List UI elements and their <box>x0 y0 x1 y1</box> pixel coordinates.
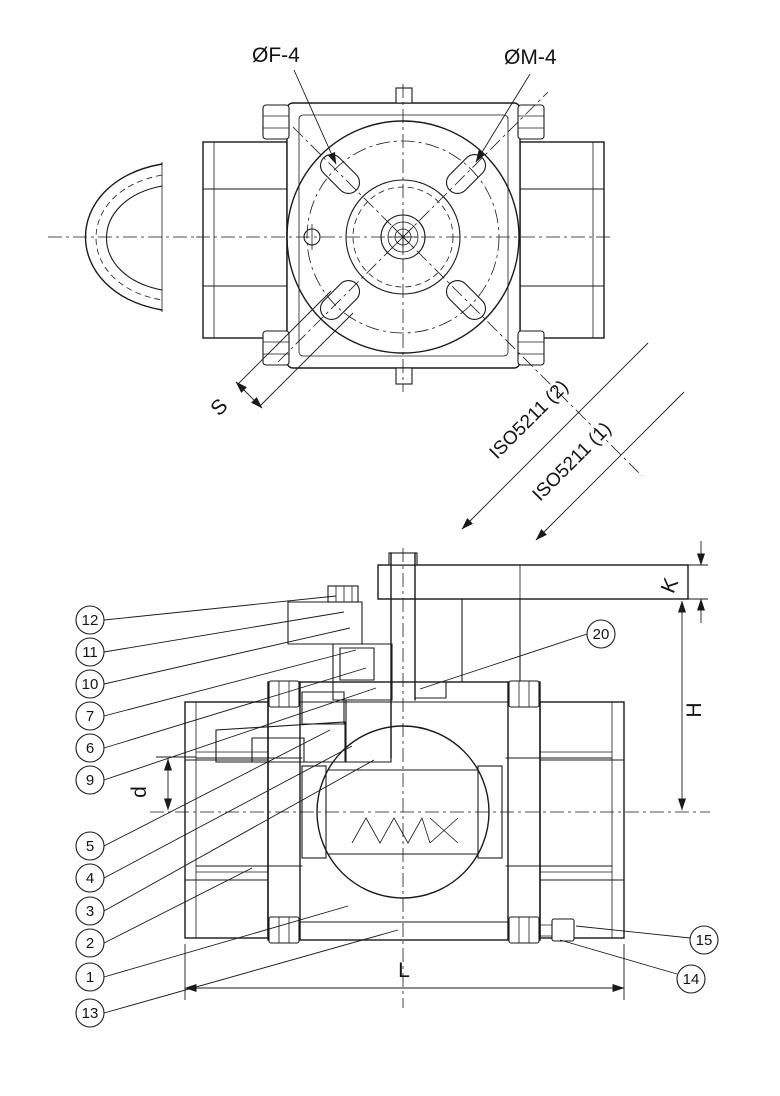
callout-5: 5 <box>75 831 105 861</box>
leader-om4 <box>475 73 531 163</box>
svg-text:7: 7 <box>86 708 94 725</box>
svg-text:3: 3 <box>86 903 94 920</box>
callout-13: 13 <box>75 998 105 1028</box>
dim-l-label: L <box>398 959 410 982</box>
iso5211-2-line <box>461 342 649 530</box>
svg-text:2: 2 <box>86 935 94 952</box>
gland-top-nut <box>327 585 359 603</box>
label-om4: ØM-4 <box>504 46 557 69</box>
svg-text:13: 13 <box>82 1005 99 1022</box>
callouts-right: 20 15 14 <box>586 619 719 994</box>
gland-nut <box>287 601 363 645</box>
label-of4-group: ØF-4 <box>252 44 337 165</box>
hex-end-left <box>202 141 288 339</box>
callout-2: 2 <box>75 928 105 958</box>
callout-7: 7 <box>75 701 105 731</box>
callout-15: 15 <box>689 925 719 955</box>
callout-10: 10 <box>75 669 105 699</box>
iso5211-dimensions: ISO5211 (2) ISO5211 (1) <box>461 342 685 541</box>
callout-9: 9 <box>75 765 105 795</box>
svg-text:15: 15 <box>696 932 713 949</box>
section-view: K H d L <box>75 541 719 1028</box>
body-bolt <box>268 916 300 944</box>
corner-bolt <box>517 330 545 366</box>
packing-ring-upper <box>339 647 375 681</box>
svg-text:5: 5 <box>86 838 94 855</box>
stem-washer <box>414 681 447 699</box>
svg-text:9: 9 <box>86 772 94 789</box>
dim-k-label: K <box>657 575 684 597</box>
dim-d-label: d <box>128 786 151 798</box>
end-cap-right <box>505 701 625 939</box>
svg-text:11: 11 <box>82 644 98 661</box>
svg-text:20: 20 <box>593 626 610 643</box>
section-hatch <box>351 817 459 844</box>
svg-text:10: 10 <box>82 676 99 693</box>
hex-end-right <box>519 141 605 339</box>
section-centerlines <box>150 548 710 1008</box>
svg-text:6: 6 <box>86 740 94 757</box>
callout-3: 3 <box>75 896 105 926</box>
iso-flange-plate <box>377 552 689 683</box>
svg-text:4: 4 <box>86 870 94 887</box>
corner-bolt <box>517 104 545 140</box>
corner-bolt <box>262 330 290 366</box>
top-view-centerlines <box>48 84 643 477</box>
svg-text:1: 1 <box>86 969 94 986</box>
label-om4-group: ØM-4 <box>475 46 557 163</box>
hex-nut <box>551 918 575 942</box>
dim-s-label: S <box>206 394 232 420</box>
corner-bolt <box>262 104 290 140</box>
body-bolt-with-nut <box>508 916 575 944</box>
iso5211-2-label: ISO5211 (2) <box>486 376 573 463</box>
callout-6: 6 <box>75 733 105 763</box>
end-cap-left <box>184 701 303 939</box>
body-bolts <box>268 680 575 944</box>
callout-1: 1 <box>75 962 105 992</box>
label-of4: ØF-4 <box>252 44 300 67</box>
callout-11: 11 <box>75 637 105 667</box>
bonnet-flange <box>215 721 346 763</box>
packing-parts <box>215 585 393 763</box>
callout-20: 20 <box>586 619 616 649</box>
valve-body <box>267 681 541 941</box>
stem-tab-bottom <box>395 367 413 385</box>
dimension-h: H <box>678 600 706 811</box>
callout-4: 4 <box>75 863 105 893</box>
body-bolt <box>268 680 300 708</box>
callout-14: 14 <box>676 964 706 994</box>
iso5211-1-label: ISO5211 (1) <box>529 418 616 505</box>
dimension-d: d <box>128 756 196 811</box>
callouts-left: 12 11 10 7 6 9 5 4 3 2 1 13 <box>75 605 105 1028</box>
iso5211-1-line <box>535 391 685 541</box>
dimension-s: S <box>206 290 354 420</box>
svg-text:12: 12 <box>82 612 99 629</box>
callout-12: 12 <box>75 605 105 635</box>
leader-of4 <box>293 69 337 165</box>
dim-h-label: H <box>683 702 706 717</box>
stem-tab-top <box>395 87 413 104</box>
packing-ring-lower <box>301 691 345 725</box>
thrust-washer <box>251 737 305 763</box>
body-bolt <box>508 680 540 708</box>
slot-hole <box>445 279 487 321</box>
stem-bearing <box>345 699 392 763</box>
svg-text:14: 14 <box>683 971 700 988</box>
top-view: ØF-4 ØM-4 ISO5211 (2) ISO5211 (1) S <box>48 44 685 541</box>
callout-leaders <box>103 595 691 1014</box>
